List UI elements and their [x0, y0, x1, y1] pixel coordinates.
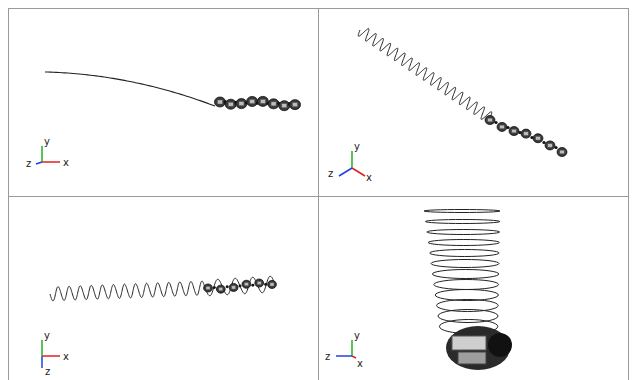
viewport-frame [9, 9, 319, 197]
axis-line [336, 355, 352, 357]
axis-line [42, 355, 60, 357]
trajectory-ring [428, 240, 499, 246]
snake-robot [204, 279, 277, 293]
snake-robot [215, 96, 301, 110]
trajectory-ring [427, 230, 500, 235]
trajectory-curve [50, 281, 205, 301]
snake-robot [446, 326, 512, 370]
axis-label: y [44, 136, 50, 147]
trajectory-ring [431, 260, 499, 268]
trajectory-curve [358, 29, 491, 120]
axis-line [352, 356, 356, 358]
axis-label: y [354, 330, 360, 341]
axis-label: y [354, 141, 360, 152]
axis-label: x [366, 172, 372, 183]
axis-label: z [325, 351, 330, 362]
axis-line [36, 162, 42, 164]
trajectory-ring [425, 220, 499, 224]
axis-label: y [44, 330, 50, 341]
axis-label: z [26, 158, 31, 169]
axis-label: z [45, 366, 50, 377]
trajectory-ring [435, 290, 498, 301]
snake-robot [485, 116, 567, 157]
viewport-frame [319, 197, 629, 380]
axis-label: z [328, 168, 333, 179]
trajectory-ring [432, 270, 498, 279]
viewport-frame [9, 197, 319, 380]
trajectory-ring [430, 250, 500, 257]
axis-line [41, 340, 43, 356]
axis-label: x [63, 157, 69, 168]
trajectory-ring [434, 280, 499, 290]
axis-line [41, 146, 43, 162]
axis-line [351, 151, 353, 168]
axis-line [41, 356, 43, 368]
viewport-frame [319, 9, 629, 197]
axis-line [42, 161, 60, 163]
axis-line [351, 340, 353, 356]
axis-line [352, 168, 365, 176]
trajectory-ring [438, 310, 498, 323]
trajectory-curve [45, 72, 215, 106]
axis-line [339, 168, 352, 176]
axis-label: x [63, 351, 69, 362]
axis-label: x [357, 358, 363, 369]
trajectory-ring [424, 210, 500, 213]
trajectory-curve [205, 276, 275, 295]
